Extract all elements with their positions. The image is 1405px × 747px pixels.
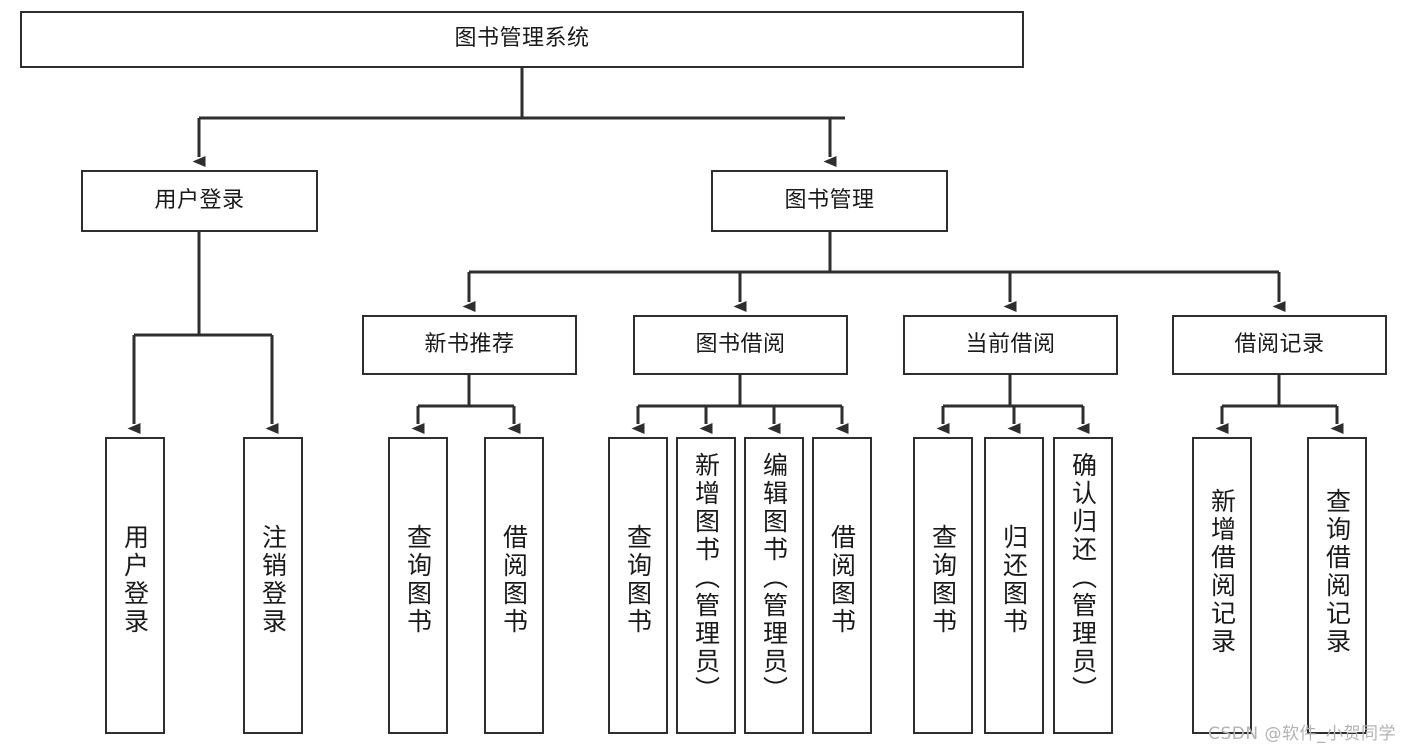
node-root-label: 图书管理系统 — [454, 26, 590, 52]
node-leaf-logout[interactable]: 注销登录 — [243, 437, 303, 734]
node-leaf-query-record-label: 查询借阅记录 — [1322, 488, 1352, 656]
node-book-manage[interactable]: 图书管理 — [711, 170, 948, 232]
node-leaf-add-book-label: 新增图书（管理员） — [691, 452, 721, 704]
node-leaf-add-record[interactable]: 新增借阅记录 — [1192, 437, 1252, 734]
node-leaf-edit-book-label: 编辑图书（管理员） — [759, 452, 789, 704]
node-leaf-borrow-book-rec-label: 借阅图书 — [499, 524, 529, 636]
node-leaf-borrow-book-rec[interactable]: 借阅图书 — [484, 437, 544, 734]
node-borrow-record-label: 借阅记录 — [1234, 331, 1325, 357]
node-leaf-user-login-label: 用户登录 — [120, 524, 150, 636]
node-leaf-query-book-rec[interactable]: 查询图书 — [388, 437, 448, 734]
node-borrow-record[interactable]: 借阅记录 — [1172, 315, 1387, 375]
node-leaf-query-book-rec-label: 查询图书 — [403, 524, 433, 636]
node-user-login[interactable]: 用户登录 — [81, 170, 318, 232]
node-new-book-rec[interactable]: 新书推荐 — [362, 315, 577, 375]
node-book-borrow[interactable]: 图书借阅 — [633, 315, 848, 375]
node-leaf-query-record[interactable]: 查询借阅记录 — [1307, 437, 1367, 734]
node-leaf-user-login[interactable]: 用户登录 — [105, 437, 165, 734]
node-current-borrow-label: 当前借阅 — [965, 331, 1056, 357]
node-leaf-query-book-cur[interactable]: 查询图书 — [913, 437, 973, 734]
node-leaf-logout-label: 注销登录 — [258, 524, 288, 636]
node-book-manage-label: 图书管理 — [784, 187, 875, 213]
node-leaf-confirm-return[interactable]: 确认归还（管理员） — [1053, 437, 1113, 734]
node-leaf-return-book-label: 归还图书 — [999, 524, 1029, 636]
node-leaf-borrow-book[interactable]: 借阅图书 — [812, 437, 872, 734]
node-leaf-query-book-label: 查询图书 — [623, 524, 653, 636]
node-current-borrow[interactable]: 当前借阅 — [903, 315, 1118, 375]
node-leaf-borrow-book-label: 借阅图书 — [827, 524, 857, 636]
node-leaf-add-book[interactable]: 新增图书（管理员） — [676, 437, 736, 734]
node-new-book-rec-label: 新书推荐 — [424, 331, 515, 357]
node-user-login-label: 用户登录 — [154, 187, 245, 213]
node-root[interactable]: 图书管理系统 — [20, 11, 1024, 68]
node-leaf-query-book-cur-label: 查询图书 — [928, 524, 958, 636]
node-leaf-query-book[interactable]: 查询图书 — [608, 437, 668, 734]
node-book-borrow-label: 图书借阅 — [695, 331, 786, 357]
node-leaf-edit-book[interactable]: 编辑图书（管理员） — [744, 437, 804, 734]
node-leaf-add-record-label: 新增借阅记录 — [1207, 488, 1237, 656]
node-leaf-confirm-return-label: 确认归还（管理员） — [1068, 452, 1098, 704]
watermark: CSDN @软件_小贺同学 — [1208, 724, 1396, 744]
node-leaf-return-book[interactable]: 归还图书 — [984, 437, 1044, 734]
